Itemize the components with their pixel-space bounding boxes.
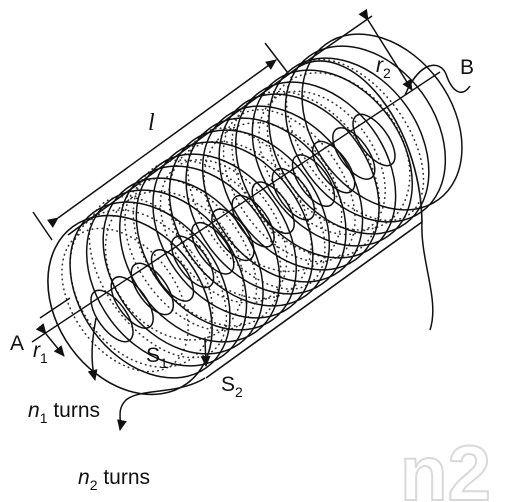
inner-coil-turn	[291, 154, 336, 207]
dotted-section	[61, 227, 189, 373]
outer-coil-turn	[235, 81, 397, 259]
inner-coil-turn	[311, 140, 356, 194]
inner-coil-turn	[130, 262, 175, 316]
inner-coil-turn	[170, 235, 215, 289]
length-arrow	[46, 59, 277, 228]
outer-coil-turn	[268, 57, 430, 235]
outer-lead-B	[404, 64, 471, 96]
outer-coil-turn	[218, 93, 380, 271]
length-dimension	[32, 42, 289, 241]
label-n2-turns: n2 turns	[78, 466, 150, 493]
outer-cylinder-back-rim	[299, 60, 423, 223]
outer-coil-turn	[284, 45, 447, 223]
n2-lead	[117, 377, 206, 431]
lead-wires	[87, 64, 471, 431]
watermark: n2	[400, 429, 491, 502]
outer-coil-windings	[69, 33, 463, 379]
dotted-section	[203, 122, 343, 273]
r2-arrow	[358, 8, 413, 91]
outer-cylinder-bottom-edge	[205, 221, 423, 379]
outer-coil-turn	[301, 33, 463, 211]
n1-lead	[87, 317, 98, 381]
outer-coil-turn	[185, 117, 347, 295]
r1-arrow	[35, 323, 65, 357]
inner-coil-turn	[110, 276, 154, 329]
label-A: A	[10, 332, 24, 355]
outer-coil-turn	[152, 141, 314, 319]
label-l: l	[148, 110, 155, 136]
label-S2: S2	[221, 373, 243, 400]
inner-coil-turn	[90, 289, 134, 343]
label-n1-turns: n1 turns	[28, 399, 100, 426]
r1-dimension	[35, 297, 71, 357]
label-r2: r2	[376, 54, 391, 81]
S1-arrow	[200, 339, 211, 367]
inner-coil-turn	[332, 127, 376, 180]
label-r1: r1	[33, 339, 48, 366]
label-S1: S1	[146, 344, 168, 371]
inner-coil-turn	[150, 249, 195, 302]
inner-coil-turn	[352, 113, 396, 167]
outer-coil-turn	[201, 105, 364, 283]
outer-lead-B-tail	[421, 221, 434, 331]
r2-dimension	[299, 8, 413, 91]
label-B: B	[460, 56, 474, 79]
